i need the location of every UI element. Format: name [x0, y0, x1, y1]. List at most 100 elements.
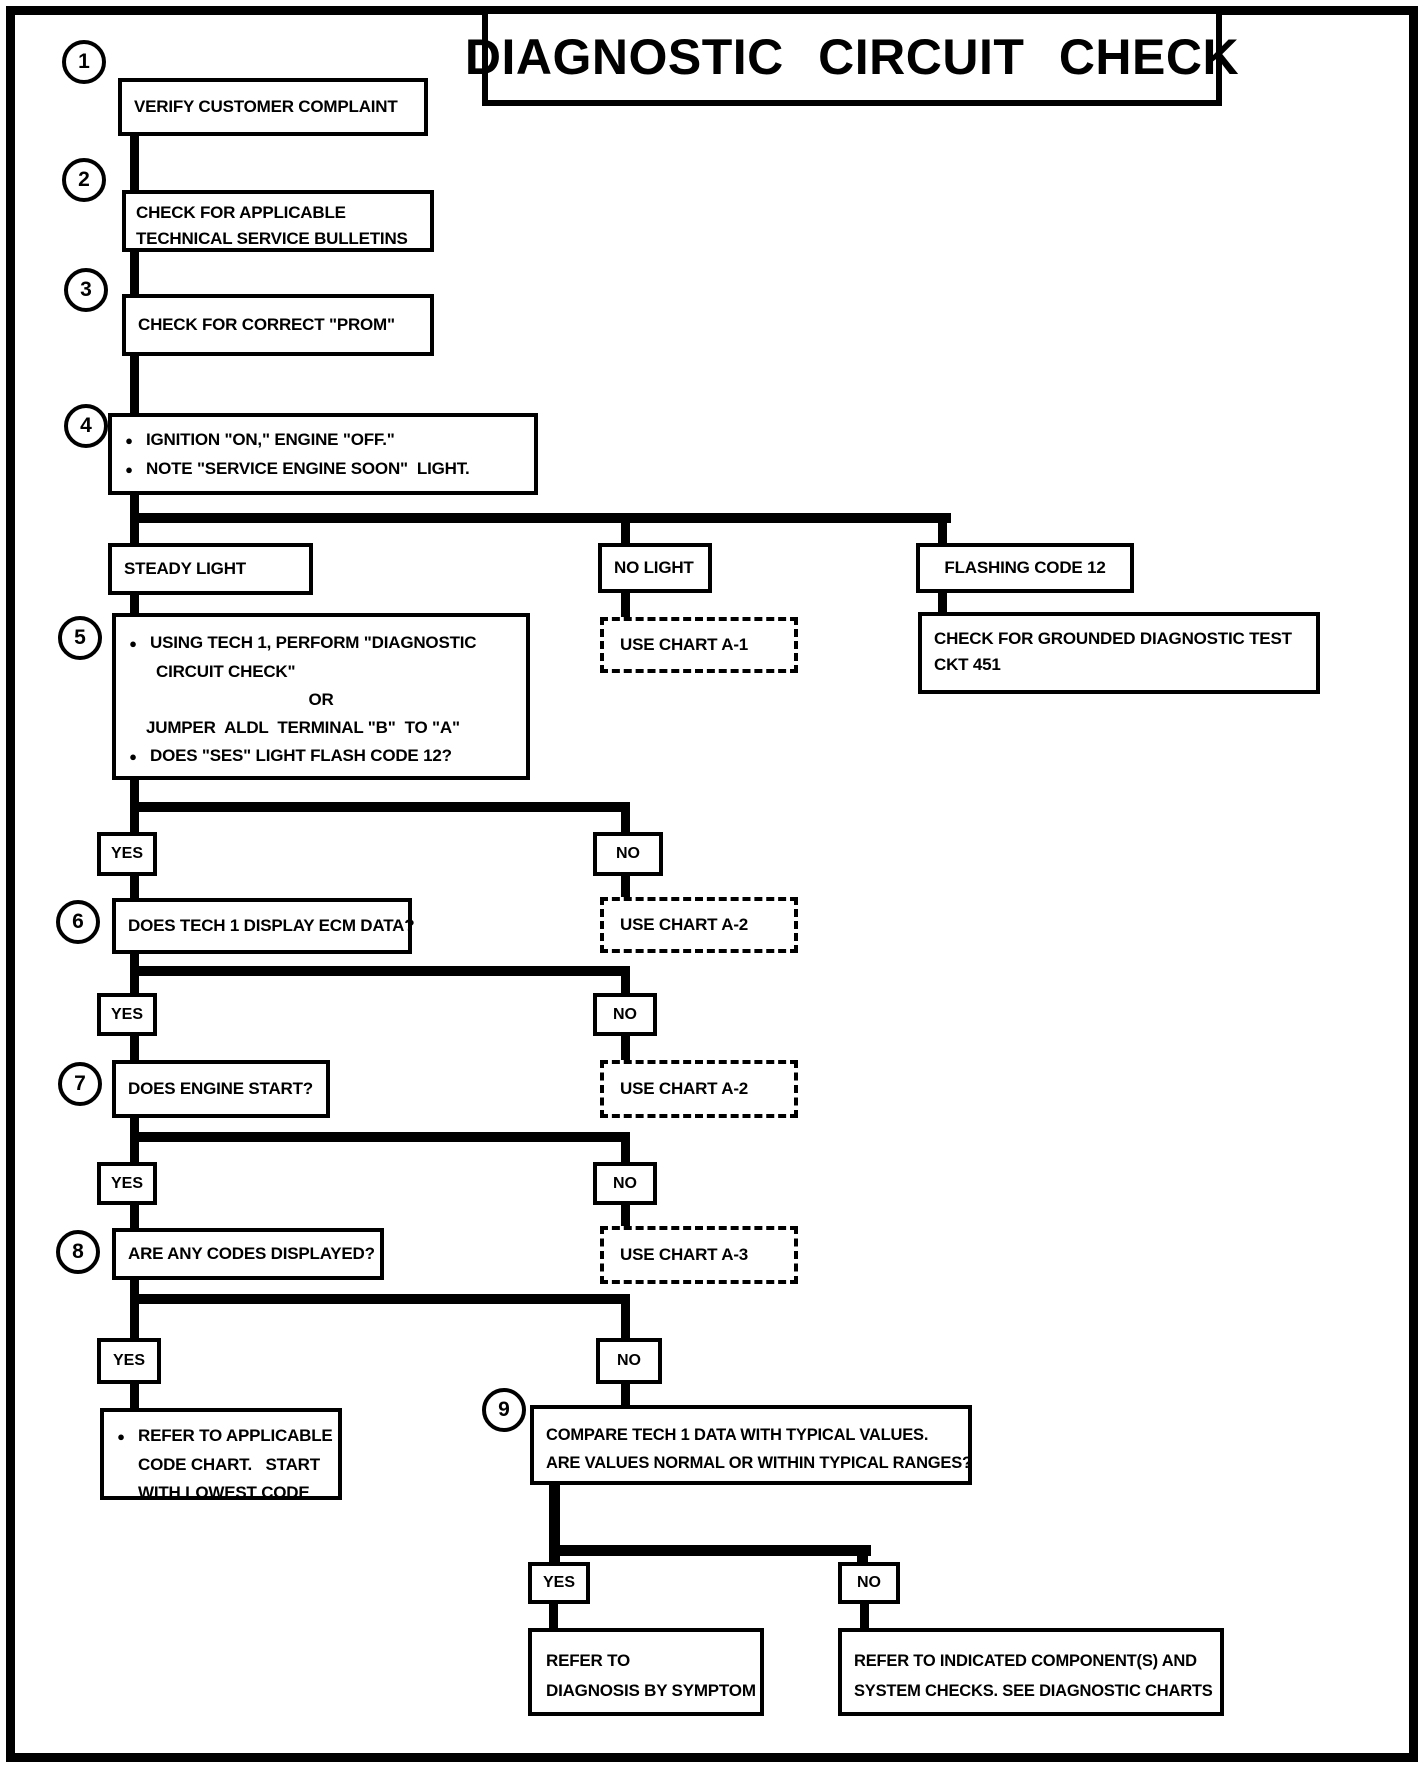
bullet-icon: ●: [125, 433, 133, 448]
node-no-light: NO LIGHT: [598, 543, 712, 593]
node-use-chart-a3: USE CHART A-3: [600, 1226, 798, 1284]
connector: [130, 976, 139, 993]
connector: [938, 593, 947, 612]
bullet-icon: ●: [129, 636, 137, 651]
node-label-line: CODE CHART. START: [138, 1455, 320, 1474]
connector: [857, 1556, 868, 1562]
node-label-line: DOES "SES" LIGHT FLASH CODE 12?: [150, 746, 452, 765]
connector: [860, 1604, 869, 1628]
node-service-bulletins: CHECK FOR APPLICABLE TECHNICAL SERVICE B…: [122, 190, 434, 252]
branch-label: NO: [616, 845, 640, 862]
branch-label: NO: [857, 1574, 881, 1591]
branch-line: [549, 1545, 871, 1556]
connector: [130, 252, 139, 294]
step-number-1: 1: [62, 40, 106, 84]
node-label-line: TECHNICAL SERVICE BULLETINS: [136, 229, 408, 248]
node-label-line: OR: [308, 690, 334, 709]
node-label-line: REFER TO APPLICABLE: [138, 1426, 333, 1445]
step-number-7: 7: [58, 1062, 102, 1106]
no-branch-4: NO: [596, 1338, 662, 1384]
node-label: ARE ANY CODES DISPLAYED?: [128, 1244, 375, 1263]
connector: [621, 976, 630, 993]
node-label-line: CIRCUIT CHECK": [156, 662, 296, 681]
branch-label: NO: [613, 1174, 637, 1192]
branch-line: [130, 966, 630, 976]
node-label: FLASHING CODE 12: [944, 558, 1106, 577]
connector: [130, 1036, 139, 1060]
branch-label: YES: [110, 1174, 143, 1192]
connector: [621, 1304, 630, 1338]
connector: [130, 954, 139, 966]
connector: [130, 876, 139, 898]
node-label-line: SYSTEM CHECKS. SEE DIAGNOSTIC CHARTS: [854, 1682, 1213, 1700]
node-check-prom: CHECK FOR CORRECT "PROM": [122, 294, 434, 356]
connector: [938, 523, 947, 543]
node-tech1-ecm-data: DOES TECH 1 DISPLAY ECM DATA?: [112, 898, 415, 954]
branch-label: NO: [617, 1352, 641, 1369]
connector: [621, 1142, 630, 1162]
connector: [549, 1485, 560, 1545]
node-codes-displayed: ARE ANY CODES DISPLAYED?: [112, 1228, 384, 1280]
connector: [130, 1118, 139, 1132]
step-number-9: 9: [482, 1388, 526, 1432]
node-label: STEADY LIGHT: [124, 559, 246, 578]
node-label-line: REFER TO INDICATED COMPONENT(S) AND: [854, 1652, 1197, 1670]
connector: [621, 1384, 630, 1405]
node-label-line: ARE VALUES NORMAL OR WITHIN TYPICAL RANG…: [546, 1454, 972, 1472]
branch-line: [130, 802, 630, 812]
connector: [621, 1205, 630, 1226]
node-label: USE CHART A-1: [620, 635, 749, 654]
branch-line: [130, 513, 951, 523]
connector: [130, 1280, 139, 1294]
connector: [130, 1304, 139, 1338]
node-label-line: IGNITION "ON," ENGINE "OFF.": [146, 430, 395, 449]
node-label-line: USING TECH 1, PERFORM "DIAGNOSTIC: [150, 633, 477, 652]
branch-label: YES: [112, 1352, 145, 1369]
node-label: CHECK FOR CORRECT "PROM": [138, 315, 395, 334]
node-engine-start: DOES ENGINE START?: [112, 1060, 330, 1118]
branch-label: YES: [110, 1005, 143, 1023]
connector: [130, 780, 139, 802]
node-label: USE CHART A-2: [620, 1079, 749, 1098]
node-label-line: REFER TO: [546, 1651, 631, 1670]
step-number-4: 4: [64, 404, 108, 448]
node-refer-diagnosis-by-symptom: REFER TO DIAGNOSIS BY SYMPTOM: [528, 1628, 764, 1716]
node-compare-tech1-data: COMPARE TECH 1 DATA WITH TYPICAL VALUES.…: [530, 1405, 972, 1485]
node-label-line: COMPARE TECH 1 DATA WITH TYPICAL VALUES.: [546, 1426, 929, 1444]
bullet-icon: ●: [129, 749, 137, 764]
step-number-2: 2: [62, 158, 106, 202]
branch-line: [130, 1294, 630, 1304]
node-label: USE CHART A-2: [620, 915, 749, 934]
node-label-line: NOTE "SERVICE ENGINE SOON" LIGHT.: [146, 459, 470, 478]
node-steady-light: STEADY LIGHT: [108, 543, 313, 595]
yes-branch-3: YES: [97, 1162, 157, 1205]
node-label-line: WITH LOWEST CODE: [138, 1483, 310, 1502]
node-label: VERIFY CUSTOMER COMPLAINT: [134, 97, 398, 116]
node-flashing-code-12: FLASHING CODE 12: [916, 543, 1134, 593]
connector: [621, 876, 630, 897]
yes-branch-4: YES: [97, 1338, 161, 1384]
connector: [621, 812, 630, 832]
branch-label: YES: [110, 845, 143, 862]
node-label-line: JUMPER ALDL TERMINAL "B" TO "A": [146, 718, 460, 737]
node-use-chart-a2-second: USE CHART A-2: [600, 1060, 798, 1118]
node-label: DOES TECH 1 DISPLAY ECM DATA?: [128, 916, 415, 935]
connector: [621, 593, 630, 617]
no-branch-2: NO: [593, 993, 657, 1036]
node-refer-indicated-components: REFER TO INDICATED COMPONENT(S) AND SYST…: [838, 1628, 1224, 1716]
no-branch-3: NO: [593, 1162, 657, 1205]
node-label: NO LIGHT: [614, 558, 694, 577]
step-number-5: 5: [58, 616, 102, 660]
node-use-chart-a2-first: USE CHART A-2: [600, 897, 798, 953]
node-grounded-test-ckt451: CHECK FOR GROUNDED DIAGNOSTIC TEST CKT 4…: [918, 612, 1320, 694]
connector: [621, 523, 630, 543]
branch-line: [130, 1132, 630, 1142]
node-label-line: CHECK FOR APPLICABLE: [136, 203, 346, 222]
connector: [130, 136, 139, 190]
yes-branch-5: YES: [528, 1562, 590, 1604]
yes-branch-1: YES: [97, 832, 157, 876]
bullet-icon: ●: [125, 462, 133, 477]
connector: [549, 1604, 558, 1628]
node-label: DOES ENGINE START?: [128, 1079, 313, 1098]
